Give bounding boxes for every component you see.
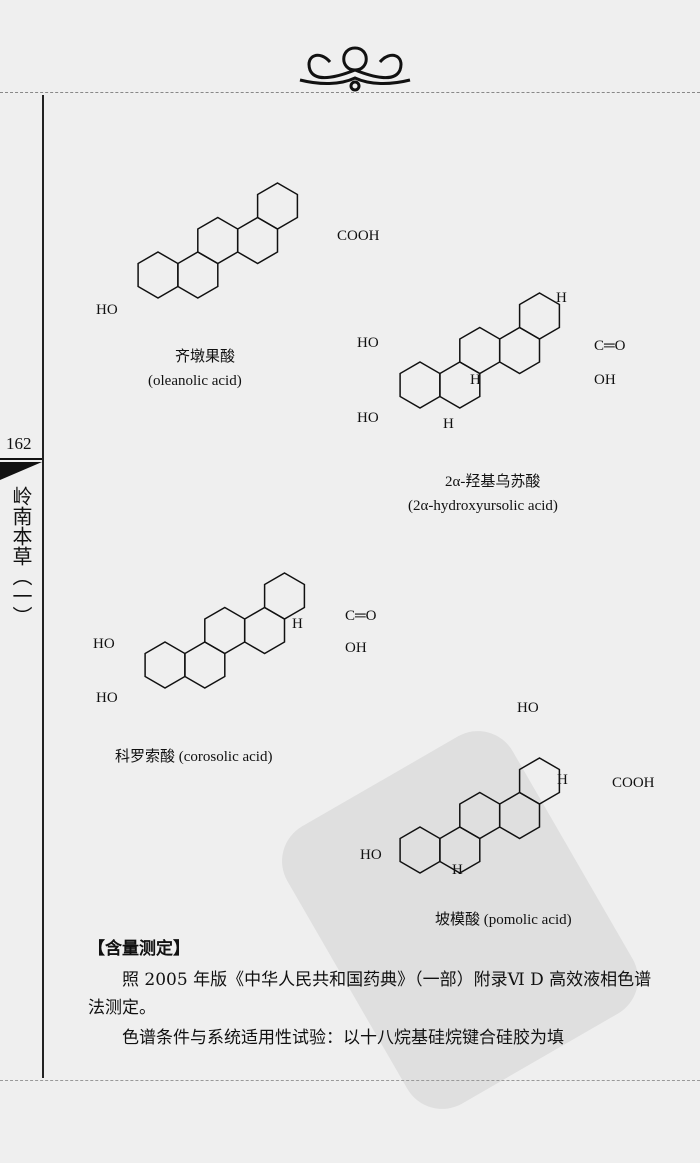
- atom-label: OH: [345, 640, 367, 656]
- atom-label: H: [557, 772, 568, 788]
- structure-name-en: (oleanolic acid): [148, 373, 242, 389]
- ring: [399, 826, 441, 874]
- structure-name: 科罗索酸 (corosolic acid): [115, 749, 273, 765]
- page-number: 162: [6, 434, 32, 453]
- atom-label: HO: [96, 302, 118, 318]
- atom-label: COOH: [337, 228, 380, 244]
- atom-label: HO: [96, 690, 118, 706]
- ring: [184, 641, 226, 689]
- atom-label: HO: [360, 847, 382, 863]
- header-rule: [0, 92, 700, 93]
- ring: [243, 606, 286, 655]
- ring: [236, 216, 279, 265]
- chemical-structures: [137, 182, 561, 874]
- atom-label: HO: [357, 410, 379, 426]
- margin-rule: [42, 95, 44, 1078]
- paragraph: 照 2005 年版《中华人民共和国药典》（一部）附录Ⅵ D 高效液相色谱法测定。: [88, 970, 652, 1018]
- atom-label: H: [443, 416, 454, 432]
- atom-label: H: [556, 290, 567, 306]
- ring: [518, 292, 561, 340]
- atom-label: HO: [357, 335, 379, 351]
- page-number-rule: [0, 458, 42, 460]
- atom-label: C═O: [594, 338, 626, 354]
- ring: [498, 791, 541, 840]
- ornament-icon: [299, 46, 411, 92]
- structure-name: 齐墩果酸: [175, 349, 236, 365]
- structure-name: 2α-羟基乌苏酸: [445, 474, 541, 490]
- section-heading: 【含量测定】: [88, 939, 190, 959]
- atom-label: H: [292, 616, 303, 632]
- ring: [256, 182, 299, 230]
- ring: [137, 251, 179, 299]
- ring: [177, 251, 219, 299]
- atom-label: H: [470, 372, 481, 388]
- book-title: 岭南本草（一）: [9, 486, 33, 626]
- ring: [399, 361, 441, 409]
- ring: [204, 606, 246, 655]
- ring: [144, 641, 186, 689]
- atom-label: HO: [93, 636, 115, 652]
- ring: [263, 572, 306, 620]
- atom-label: HO: [517, 700, 539, 716]
- margin-wedge: [0, 462, 42, 480]
- atom-label: C═O: [345, 608, 377, 624]
- structure-name-en: (2α-hydroxyursolic acid): [408, 498, 558, 514]
- atom-label: COOH: [612, 775, 655, 791]
- atom-label: OH: [594, 372, 616, 388]
- ring: [498, 326, 541, 375]
- footer-rule: [0, 1080, 700, 1081]
- structure-name: 坡模酸 (pomolic acid): [435, 912, 572, 928]
- ring: [459, 326, 501, 375]
- ring: [197, 216, 239, 265]
- ring: [459, 791, 501, 840]
- ring: [518, 757, 561, 805]
- paragraph: 色谱条件与系统适用性试验：以十八烷基硅烷键合硅胶为填: [122, 1028, 564, 1048]
- atom-label: H: [452, 862, 463, 878]
